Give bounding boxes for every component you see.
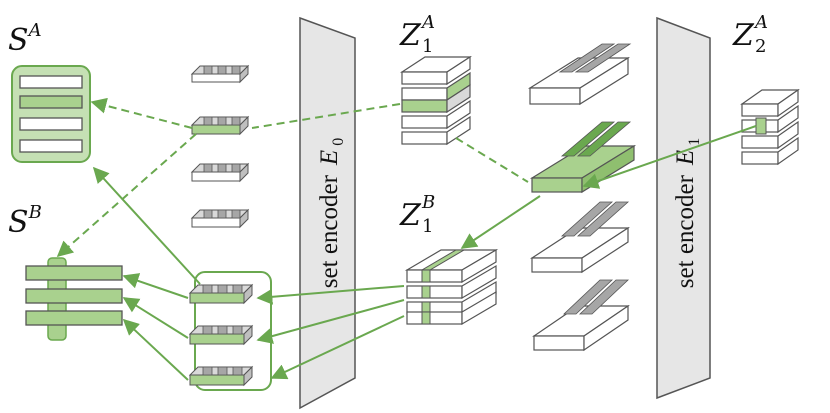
svg-text:A: A [420, 12, 435, 33]
svg-text:B: B [421, 192, 435, 213]
z2a-highlighted-cell [755, 117, 767, 135]
svg-text:Z: Z [399, 18, 422, 53]
middle-elements-column [527, 43, 637, 352]
solid-arrow [122, 273, 189, 299]
sa-element [19, 139, 83, 153]
svg-text:2: 2 [755, 36, 766, 57]
label-z1a: Z A 1 [399, 12, 435, 57]
sb-element [25, 310, 123, 326]
large-element [527, 43, 632, 106]
z1b-stack [404, 248, 499, 326]
small-element [190, 208, 250, 229]
svg-text:1: 1 [422, 216, 433, 237]
small-elements-group-b [188, 271, 272, 391]
svg-text:1: 1 [422, 36, 433, 57]
label-z1b: Z B 1 [399, 192, 435, 237]
encoder-e1-text: set encoder [672, 174, 699, 288]
dashed-arrow [251, 103, 401, 129]
set-sa [11, 65, 91, 163]
small-element [190, 162, 250, 183]
svg-text:set encoder E 1: set encoder E 1 [672, 138, 703, 288]
sa-element-highlighted [19, 95, 83, 109]
arrows [56, 97, 757, 381]
set-encoder-e1: set encoder E 1 [656, 16, 711, 400]
svg-text:A: A [753, 12, 768, 33]
solid-arrow [460, 195, 541, 249]
encoder-e0-symbol: E [316, 150, 343, 166]
encoder-e1-symbol: E [672, 150, 699, 166]
encoder-e0-text: set encoder [316, 174, 343, 288]
sb-element [25, 265, 123, 281]
small-element-green [188, 365, 254, 387]
set-encoder-e0: set encoder E 0 [299, 16, 356, 410]
solid-arrow [122, 318, 189, 381]
svg-text:SA: SA [8, 20, 42, 58]
small-element-green [188, 324, 254, 346]
dashed-arrow [56, 133, 197, 258]
large-element-highlighted [529, 121, 637, 194]
label-sb: SB [8, 202, 42, 240]
solid-arrow [582, 125, 757, 189]
solid-arrow [256, 299, 405, 344]
encoder-e1-subscript: 1 [686, 138, 703, 146]
svg-text:set encoder E 0: set encoder E 0 [316, 138, 347, 288]
z1a-highlighted-row [401, 99, 448, 113]
z1a-stack [399, 55, 473, 146]
small-element-green [188, 283, 254, 305]
solid-arrow [256, 285, 405, 305]
label-z2a: Z A 2 [732, 12, 768, 57]
large-element [529, 201, 631, 274]
z2a-stack [740, 88, 800, 166]
solid-arrow [122, 297, 189, 339]
small-element-highlighted [190, 115, 250, 136]
svg-text:Z: Z [732, 18, 755, 53]
small-element [190, 64, 250, 84]
label-sa: SA [8, 20, 42, 58]
solid-arrow [270, 315, 405, 380]
small-elements-column [190, 64, 250, 229]
svg-text:SB: SB [8, 202, 42, 240]
sa-element [19, 75, 83, 89]
svg-text:Z: Z [399, 198, 422, 233]
encoder-e0-subscript: 0 [330, 138, 347, 146]
dashed-arrow [90, 97, 193, 129]
solid-arrow [92, 166, 201, 285]
sa-element [19, 117, 83, 131]
large-element [532, 279, 630, 352]
dashed-arrow [455, 137, 529, 183]
sb-element [25, 288, 123, 304]
set-sb [25, 257, 123, 341]
